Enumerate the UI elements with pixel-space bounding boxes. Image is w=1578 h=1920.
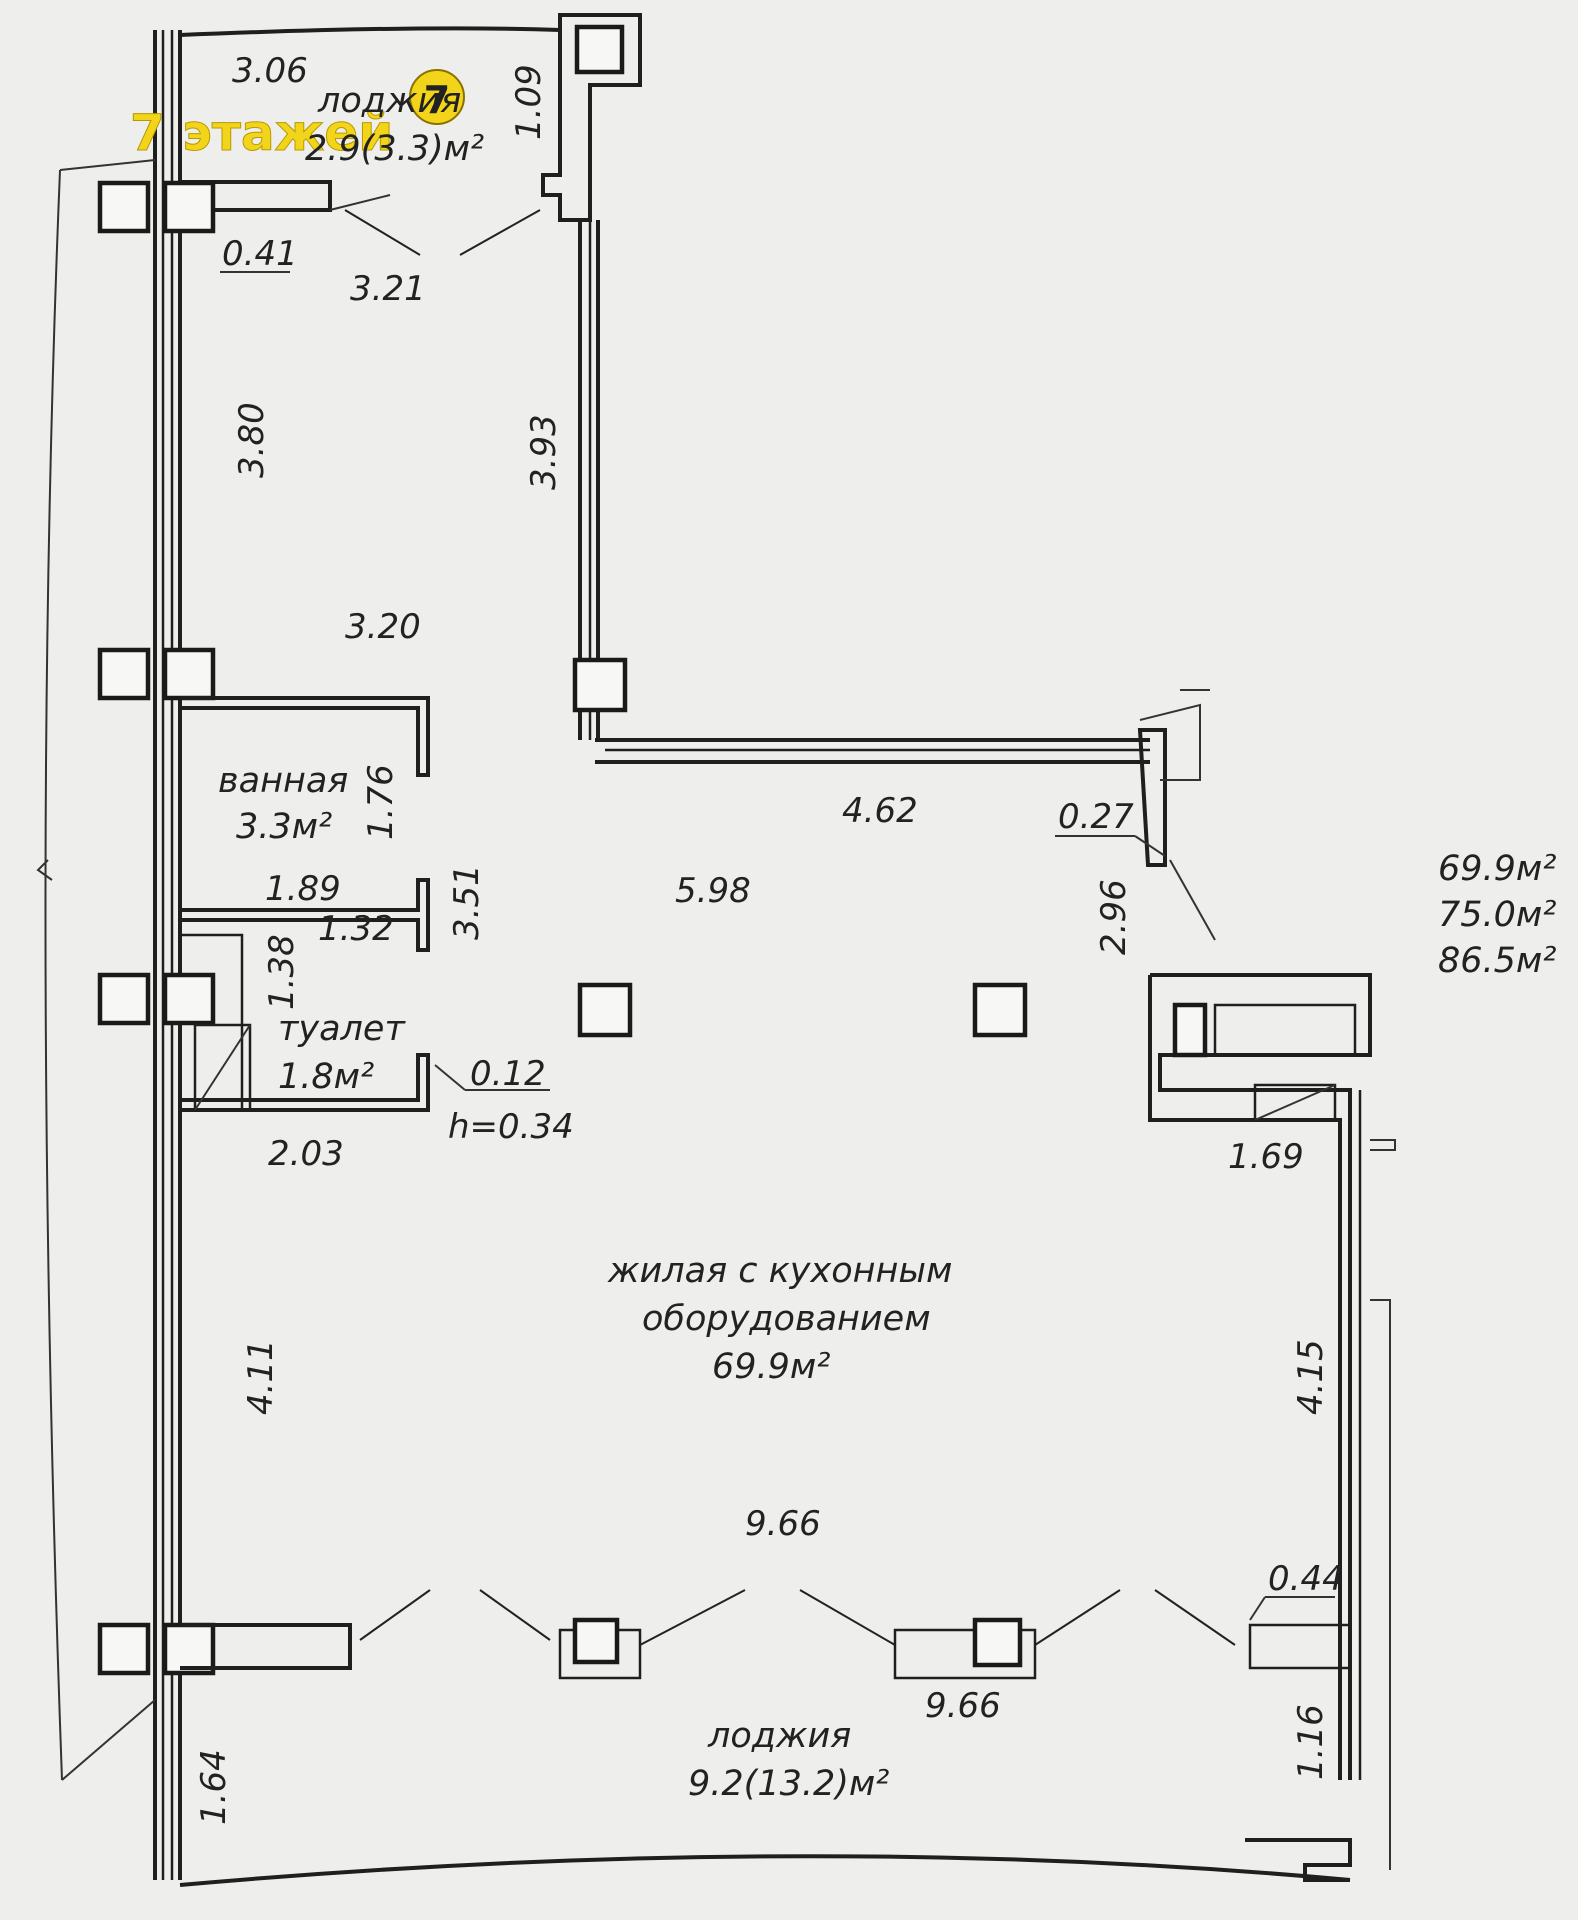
dim-label: 1.76 <box>361 764 401 840</box>
interior-columns <box>577 982 1028 1038</box>
dim-label: 3.93 <box>524 414 564 490</box>
loggia-top-name: лоджия <box>317 81 461 121</box>
dim-label: 0.27 <box>1058 797 1134 837</box>
summary-total-area: 75.0м² <box>1438 895 1556 935</box>
dim-label: 0.41 <box>222 234 298 274</box>
watermark-text: 7 этажей <box>130 104 393 162</box>
bathroom-name: ванная <box>218 761 348 801</box>
summary-total-with-loggias: 86.5м² <box>1438 941 1556 981</box>
dim-label: 3.51 <box>447 864 487 940</box>
dim-label: 1.38 <box>262 934 302 1010</box>
dim-label: 1.32 <box>318 909 394 949</box>
dim-label: h=0.34 <box>448 1107 574 1147</box>
toilet-area: 1.8м² <box>278 1057 374 1097</box>
dim-label: 1.09 <box>509 64 549 140</box>
dim-label: 0.44 <box>1268 1559 1344 1599</box>
dim-label: 5.98 <box>675 871 751 911</box>
dim-label: 9.66 <box>745 1504 821 1544</box>
dim-label: 0.12 <box>470 1054 546 1094</box>
dim-label: 1.89 <box>265 869 341 909</box>
summary-living-area: 69.9м² <box>1438 849 1556 889</box>
bottom-window-wall <box>179 1589 1351 1887</box>
dim-label: 3.20 <box>345 607 421 647</box>
room-labels: лоджия 2.9(3.3)м² ванная 3.3м² туалет 1.… <box>218 81 1556 1804</box>
dim-label: 4.15 <box>1291 1339 1331 1415</box>
bathroom-area: 3.3м² <box>236 807 332 847</box>
right-wall-block <box>1148 859 1396 1882</box>
column <box>574 24 625 75</box>
dim-label: 9.66 <box>925 1686 1001 1726</box>
watermark-logo: 7 этажей 7 <box>130 69 465 163</box>
dim-label: 4.62 <box>842 791 918 831</box>
dim-label: 2.96 <box>1094 879 1134 955</box>
inner-corridor-wall <box>572 220 1210 867</box>
left-facade-wall <box>36 30 182 1880</box>
dimension-labels: 3.06 1.09 0.41 3.21 3.80 3.93 3.20 1.76 … <box>194 51 1344 1825</box>
dim-label: 1.64 <box>194 1749 234 1825</box>
dim-label: 3.21 <box>350 269 426 309</box>
dim-label: 3.80 <box>232 402 272 478</box>
bathroom-partitions <box>180 696 550 1112</box>
dim-label: 1.16 <box>1291 1704 1331 1780</box>
living-area: 69.9м² <box>712 1347 830 1387</box>
dim-label: 4.11 <box>241 1339 281 1415</box>
loggia-bottom-area: 9.2(13.2)м² <box>688 1764 889 1804</box>
loggia-top-area: 2.9(3.3)м² <box>305 129 484 169</box>
watermark-badge-icon <box>409 69 465 125</box>
toilet-name: туалет <box>278 1009 406 1049</box>
top-loggia-walls <box>179 13 642 256</box>
dim-label: 1.69 <box>1228 1137 1304 1177</box>
column <box>572 657 628 713</box>
living-name-line2: оборудованием <box>642 1299 931 1339</box>
dim-label: 3.06 <box>232 51 308 91</box>
watermark-badge-text: 7 <box>424 78 450 122</box>
living-name-line1: жилая с кухонным <box>607 1251 952 1291</box>
dim-label: 2.03 <box>268 1134 344 1174</box>
loggia-bottom-name: лоджия <box>707 1716 851 1756</box>
left-columns <box>97 180 216 1676</box>
